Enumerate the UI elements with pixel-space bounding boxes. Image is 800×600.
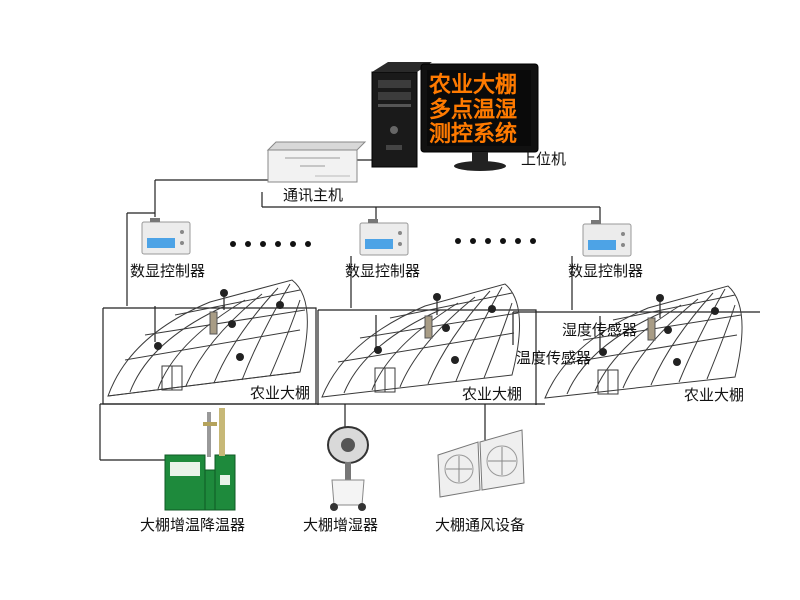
greenhouse-frame-icon bbox=[321, 283, 520, 398]
greenhouse-1-label: 农业大棚 bbox=[250, 384, 310, 402]
controller-device-icon bbox=[359, 219, 409, 256]
controller-1-label: 数显控制器 bbox=[130, 262, 205, 280]
greenhouse-3: 湿度传感器 温度传感器 农业大棚 bbox=[516, 285, 744, 404]
temperature-sensor-label: 温度传感器 bbox=[516, 349, 591, 367]
ventilation: 大棚通风设备 bbox=[435, 429, 525, 534]
ellipsis-dots-2 bbox=[455, 238, 536, 244]
humidifier: 大棚增湿器 bbox=[303, 426, 378, 534]
controller-3: 数显控制器 bbox=[568, 220, 643, 280]
monitor-line-1: 农业大棚 bbox=[428, 72, 517, 98]
greenhouse-frame-icon bbox=[544, 285, 743, 399]
heater-cooler-label: 大棚增温降温器 bbox=[140, 516, 245, 534]
comm-host: 通讯主机 bbox=[266, 141, 367, 204]
controller-device-icon bbox=[582, 220, 632, 257]
heater-cooler-device-icon bbox=[164, 408, 236, 511]
sensor-icon bbox=[599, 294, 719, 366]
sensor-icon bbox=[154, 289, 284, 361]
host-pc-label: 上位机 bbox=[521, 150, 566, 168]
controller-3-label: 数显控制器 bbox=[568, 262, 643, 280]
controller-device-icon bbox=[141, 218, 191, 255]
monitor-line-2: 多点温湿 bbox=[429, 97, 517, 123]
comm-host-label: 通讯主机 bbox=[283, 186, 343, 204]
fan-icon bbox=[479, 429, 525, 491]
fan-icon bbox=[437, 441, 481, 498]
greenhouse-1: 农业大棚 bbox=[107, 279, 310, 402]
greenhouse-frame-icon bbox=[107, 279, 308, 397]
host-computer: 农业大棚 多点温湿 测控系统 上位机 bbox=[371, 62, 566, 171]
greenhouse-2-label: 农业大棚 bbox=[462, 385, 522, 403]
humidifier-device-icon bbox=[327, 426, 369, 511]
ventilation-label: 大棚通风设备 bbox=[435, 516, 525, 534]
greenhouse-3-label: 农业大棚 bbox=[684, 386, 744, 404]
controller-1: 数显控制器 bbox=[130, 218, 205, 280]
controller-2-label: 数显控制器 bbox=[345, 262, 420, 280]
monitor-icon: 农业大棚 多点温湿 测控系统 bbox=[420, 63, 539, 171]
controller-2: 数显控制器 bbox=[345, 219, 420, 280]
pc-tower-icon bbox=[371, 62, 432, 168]
greenhouse-2: 农业大棚 bbox=[321, 283, 522, 403]
comm-host-device-icon bbox=[266, 141, 367, 183]
ellipsis-dots-1 bbox=[230, 241, 311, 247]
monitor-line-3: 测控系统 bbox=[429, 121, 517, 147]
heater-cooler: 大棚增温降温器 bbox=[140, 408, 245, 534]
humidity-sensor-label: 湿度传感器 bbox=[562, 321, 637, 339]
sensor-icon bbox=[374, 293, 496, 364]
humidifier-label: 大棚增湿器 bbox=[303, 516, 378, 534]
